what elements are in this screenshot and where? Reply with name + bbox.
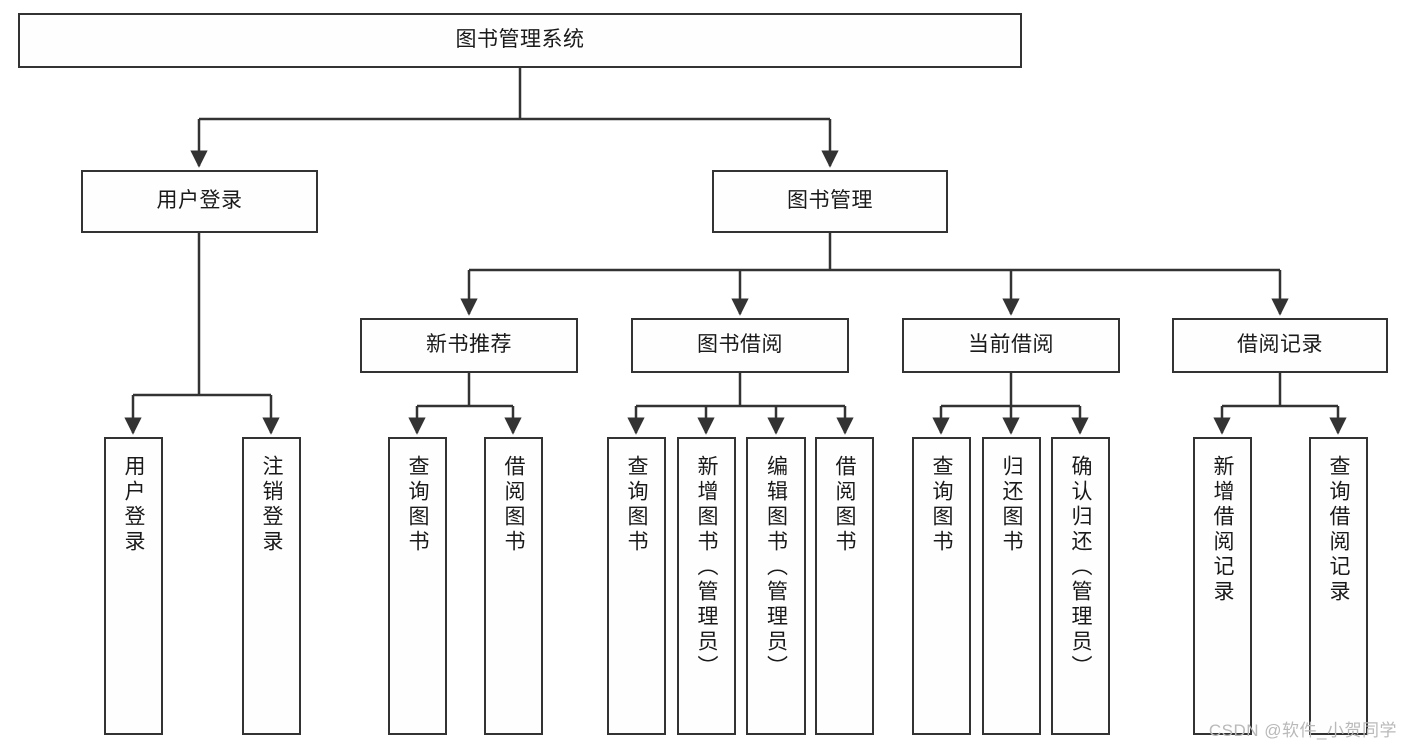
node-root-label: 图书管理系统	[455, 28, 585, 52]
node-current-borrow[interactable]: 当前借阅	[902, 318, 1120, 373]
node-new-book-recommend-label: 新书推荐	[426, 333, 512, 357]
node-borrow-record[interactable]: 借阅记录	[1172, 318, 1388, 373]
node-new-book-recommend[interactable]: 新书推荐	[360, 318, 578, 373]
node-leaf-return-book[interactable]: 归还图书	[982, 437, 1041, 735]
node-leaf-query-record-label: 查询借阅记录	[1327, 455, 1350, 605]
node-current-borrow-label: 当前借阅	[968, 333, 1054, 357]
node-root[interactable]: 图书管理系统	[18, 13, 1022, 68]
node-leaf-logout[interactable]: 注销登录	[242, 437, 301, 735]
node-leaf-edit-book-label: 编辑图书（管理员）	[764, 455, 788, 680]
node-leaf-confirm-return[interactable]: 确认归还（管理员）	[1051, 437, 1110, 735]
node-book-borrow[interactable]: 图书借阅	[631, 318, 849, 373]
node-leaf-add-record-label: 新增借阅记录	[1211, 455, 1234, 605]
node-leaf-user-login[interactable]: 用户登录	[104, 437, 163, 735]
node-leaf-return-book-label: 归还图书	[1000, 455, 1023, 555]
node-leaf-query-book-2-label: 查询图书	[625, 455, 648, 555]
node-leaf-user-login-label: 用户登录	[122, 455, 145, 555]
node-user-login[interactable]: 用户登录	[81, 170, 318, 233]
node-leaf-confirm-return-label: 确认归还（管理员）	[1069, 455, 1092, 680]
node-leaf-edit-book[interactable]: 编辑图书（管理员）	[746, 437, 806, 735]
node-leaf-query-record[interactable]: 查询借阅记录	[1309, 437, 1368, 735]
node-leaf-query-book-1-label: 查询图书	[406, 455, 429, 555]
node-leaf-borrow-book-2[interactable]: 借阅图书	[815, 437, 874, 735]
node-leaf-borrow-book-2-label: 借阅图书	[833, 455, 856, 555]
node-leaf-add-book[interactable]: 新增图书（管理员）	[677, 437, 736, 735]
node-leaf-query-book-2[interactable]: 查询图书	[607, 437, 666, 735]
node-leaf-add-record[interactable]: 新增借阅记录	[1193, 437, 1252, 735]
node-leaf-logout-label: 注销登录	[260, 455, 283, 555]
node-user-login-label: 用户登录	[156, 189, 243, 213]
node-leaf-borrow-book-1-label: 借阅图书	[502, 455, 525, 555]
node-leaf-borrow-book-1[interactable]: 借阅图书	[484, 437, 543, 735]
node-leaf-add-book-label: 新增图书（管理员）	[695, 455, 718, 680]
node-book-borrow-label: 图书借阅	[697, 333, 783, 357]
node-book-manage-label: 图书管理	[787, 189, 873, 213]
node-borrow-record-label: 借阅记录	[1237, 333, 1323, 357]
node-book-manage[interactable]: 图书管理	[712, 170, 948, 233]
node-leaf-query-book-3-label: 查询图书	[930, 455, 953, 555]
node-leaf-query-book-3[interactable]: 查询图书	[912, 437, 971, 735]
node-leaf-query-book-1[interactable]: 查询图书	[388, 437, 447, 735]
